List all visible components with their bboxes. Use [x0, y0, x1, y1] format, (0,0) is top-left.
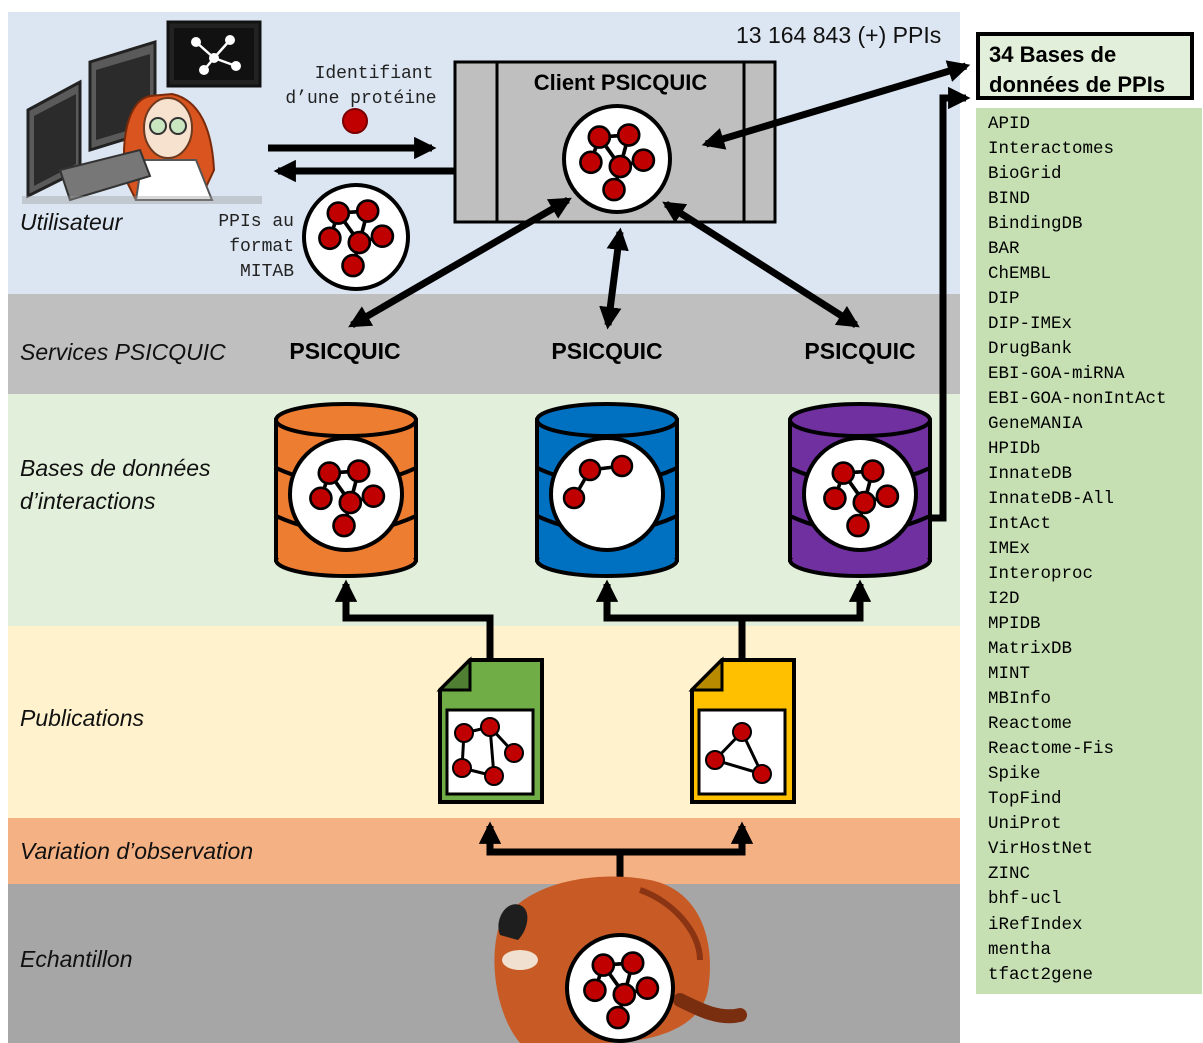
- list-item: Interoproc: [988, 564, 1094, 585]
- purple-db-connector: [930, 86, 971, 522]
- list-item: DIP-IMEx: [988, 314, 1073, 335]
- list-item: BioGrid: [988, 164, 1062, 185]
- ppi-count: 13 164 843 (+) PPIs: [736, 22, 942, 48]
- band-label-variation: Variation d’observation: [20, 838, 254, 864]
- publication-green: [436, 656, 544, 804]
- list-item: DIP: [988, 289, 1020, 310]
- publication-yellow: [688, 656, 796, 804]
- list-item: MatrixDB: [988, 639, 1073, 660]
- psicquic-service-3: PSICQUIC: [804, 338, 916, 364]
- list-item: IMEx: [988, 539, 1031, 560]
- psicquic-service-2: PSICQUIC: [551, 338, 663, 364]
- user-workstation-illustration: [22, 20, 262, 204]
- client-db-arrow: [701, 60, 971, 150]
- band-label-sample: Echantillon: [20, 946, 133, 972]
- list-item: InnateDB-All: [988, 489, 1115, 510]
- sample-network-icon: [565, 933, 675, 1043]
- list-item: IntAct: [988, 514, 1052, 535]
- list-item: ChEMBL: [988, 264, 1052, 285]
- list-item: MBInfo: [988, 689, 1052, 710]
- protein-node-icon: [342, 108, 368, 134]
- list-item: EBI-GOA-miRNA: [988, 364, 1125, 385]
- user-label: Utilisateur: [20, 209, 123, 235]
- list-item: APID: [988, 114, 1031, 134]
- list-item: MINT: [988, 664, 1031, 685]
- list-item: mentha: [988, 939, 1052, 960]
- database-purple: [788, 402, 932, 578]
- list-item: BIND: [988, 189, 1031, 210]
- list-item: bhf-ucl: [988, 889, 1062, 910]
- mitab-network-icon: [302, 183, 410, 291]
- band-sample: [8, 884, 960, 1043]
- list-item: Reactome: [988, 714, 1073, 735]
- band-label-publications: Publications: [20, 705, 145, 731]
- list-item: InnateDB: [988, 464, 1073, 485]
- client-title: Client PSICQUIC: [533, 70, 708, 95]
- list-item: ZINC: [988, 864, 1031, 885]
- list-item: EBI-GOA-nonIntAct: [988, 389, 1167, 410]
- band-label-databases: Bases de données d’interactions: [20, 455, 211, 514]
- database-blue: [535, 402, 679, 578]
- list-item: BindingDB: [988, 214, 1083, 235]
- list-item: Spike: [988, 764, 1041, 785]
- list-item: HPIDb: [988, 439, 1041, 460]
- psicquic-service-1: PSICQUIC: [289, 338, 401, 364]
- list-item: iRefIndex: [988, 914, 1083, 935]
- list-item: tfact2gene: [988, 964, 1094, 985]
- list-item: GeneMANIA: [988, 414, 1083, 435]
- list-item: MPIDB: [988, 614, 1041, 635]
- database-orange: [274, 402, 418, 578]
- ppi-databases-title: 34 Bases de données de PPIs: [976, 32, 1194, 100]
- result-label: PPIs au format MITAB: [218, 212, 294, 282]
- band-label-services: Services PSICQUIC: [20, 339, 226, 365]
- list-item: UniProt: [988, 814, 1062, 835]
- ppi-databases-list: APID Interactomes BioGrid BIND BindingDB…: [976, 108, 1202, 994]
- list-item: TopFind: [988, 789, 1062, 810]
- query-label: Identifiant d’une protéine: [285, 64, 437, 109]
- list-item: DrugBank: [988, 339, 1073, 360]
- list-item: BAR: [988, 239, 1020, 260]
- list-item: I2D: [988, 589, 1020, 610]
- list-item: VirHostNet: [988, 839, 1094, 860]
- list-item: Interactomes: [988, 139, 1115, 160]
- list-item: Reactome-Fis: [988, 739, 1115, 760]
